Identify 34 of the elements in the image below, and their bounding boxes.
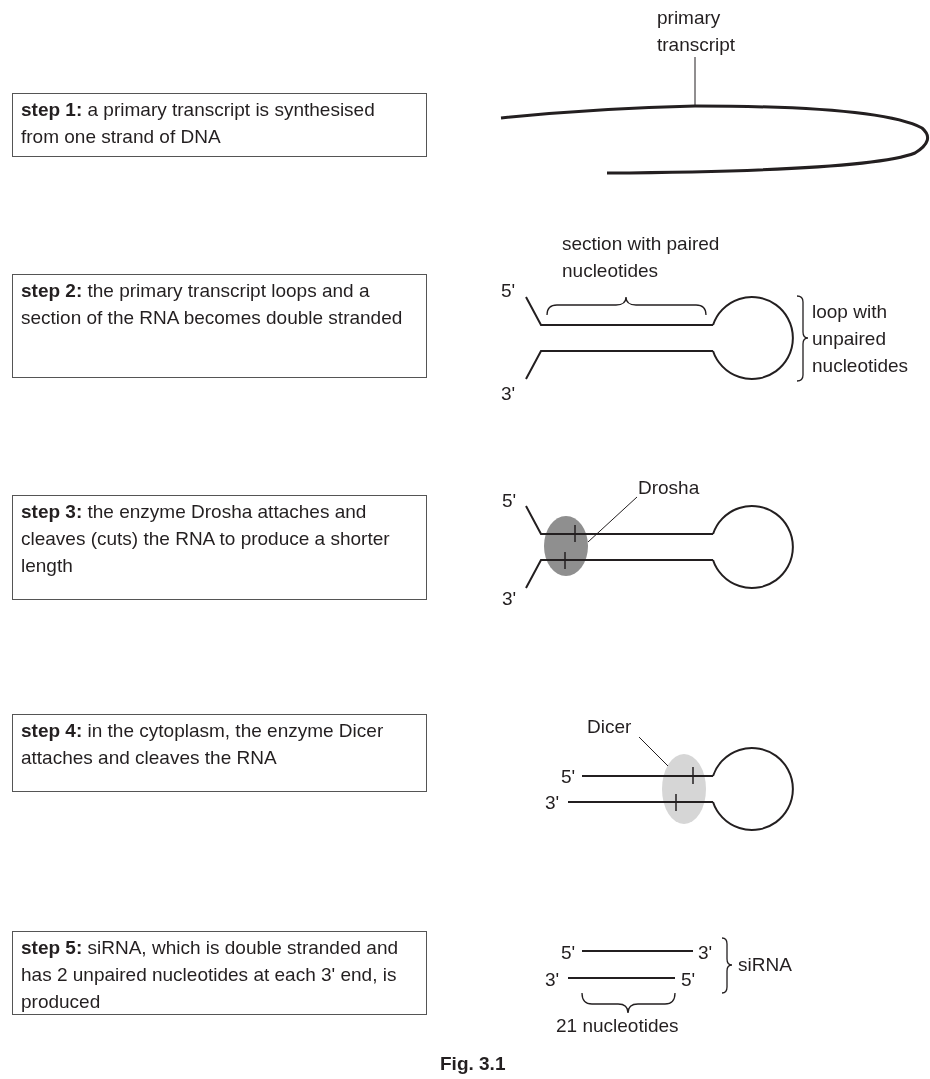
length-label: 21 nucleotides (556, 1014, 679, 1038)
leader-line (694, 56, 696, 107)
step-box (12, 495, 427, 600)
callout-label: Drosha (638, 474, 718, 501)
loop-label: loop with unpaired nucleotides (812, 300, 910, 378)
end-label: 5' (681, 968, 696, 992)
end-label: 5' (561, 765, 576, 789)
end-label: 3' (502, 587, 517, 611)
end-label: 5' (502, 489, 517, 513)
step-description: step 2: the primary transcript loops and a section of the RNA becomes double stranded (21, 279, 404, 330)
step-description: step 4: in the cytoplasm, the enzyme Dicer attaches and cleaves the RNA (21, 719, 385, 770)
step-box (12, 714, 427, 792)
leader-line (638, 736, 669, 767)
end-label: 5' (561, 941, 576, 965)
enzyme-ellipse (544, 516, 588, 576)
section-label: section with paired nucleotides (562, 232, 721, 283)
end-label: 3' (501, 382, 516, 406)
step-box (12, 274, 427, 378)
end-label: 5' (501, 279, 516, 303)
step-description: step 1: a primary transcript is synthesised from one strand of DNA (21, 98, 376, 149)
rna-strand (500, 104, 929, 175)
step-box (12, 93, 427, 157)
molecule-label: siRNA (738, 953, 792, 977)
enzyme-ellipse (662, 754, 706, 824)
callout-label: primary transcript (657, 4, 757, 58)
callout-label: Dicer (587, 713, 657, 740)
leader-line (587, 496, 638, 543)
end-label: 3' (698, 941, 713, 965)
end-label: 3' (545, 968, 560, 992)
step-box (12, 931, 427, 1015)
end-label: 3' (545, 791, 560, 815)
step-description: step 5: siRNA, which is double stranded and has 2 unpaired nucleotides at each 3' end, is produced (21, 936, 400, 1014)
figure-caption: Fig. 3.1 (440, 1052, 506, 1076)
step-description: step 3: the enzyme Drosha attaches and cleaves (cuts) the RNA to produce a shorter length (21, 500, 391, 578)
